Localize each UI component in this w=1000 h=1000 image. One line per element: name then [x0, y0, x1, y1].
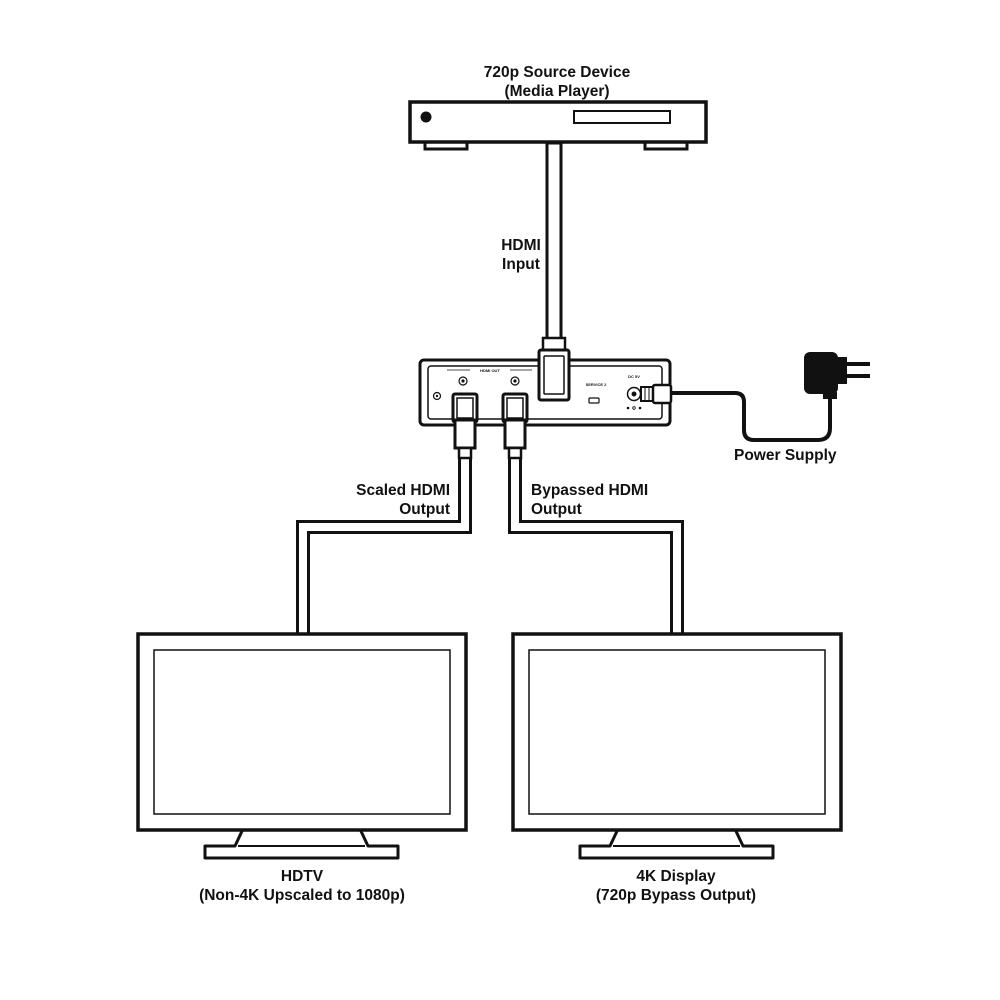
scaled-hdmi-connector [451, 392, 479, 460]
hdtv-screen [153, 649, 451, 815]
hdtv-monitor [136, 632, 468, 860]
4k-display-label: 4K Display (720p Bypass Output) [596, 867, 756, 905]
dc-port-label: DC 5V [628, 374, 640, 379]
source-device-media-player [408, 100, 708, 151]
disc-slot [573, 110, 671, 124]
source-device-subtitle: (Media Player) [504, 83, 610, 100]
power-supply-label: Power Supply [734, 447, 837, 464]
hdmi-input-line2: Input [502, 256, 540, 273]
dc-plug [640, 383, 673, 405]
bypassed-output-line2: Output [531, 501, 582, 518]
scaled-output-line1: Scaled HDMI [356, 482, 450, 499]
bypassed-output-line1: Bypassed HDMI [531, 482, 649, 499]
hdmi-input-connector [537, 336, 571, 402]
service-port-label: SERVICE 2 [586, 382, 608, 387]
hdmi-input-cable [545, 141, 563, 343]
bypassed-output-label: Bypassed HDMI Output [531, 481, 648, 519]
bypassed-hdmi-cable [508, 455, 684, 634]
scaled-output-label: Scaled HDMI Output [300, 481, 450, 519]
4k-display-subtitle: (720p Bypass Output) [595, 887, 757, 904]
4k-display-monitor [511, 632, 843, 860]
4k-display-screen [528, 649, 826, 815]
power-adapter-icon [804, 352, 870, 399]
4k-display-title: 4K Display [636, 868, 716, 885]
bypassed-hdmi-connector [501, 392, 529, 460]
usb-port-icon [588, 397, 600, 404]
hdmi-input-line1: HDMI [501, 237, 541, 254]
hdtv-title: HDTV [280, 868, 324, 885]
source-device-label: 720p Source Device (Media Player) [484, 63, 630, 101]
power-cable [670, 391, 832, 442]
scaled-output-line2: Output [399, 501, 450, 518]
hdmi-out-port-label: HDMI OUT [480, 368, 500, 373]
power-button-icon [420, 111, 432, 123]
scaled-hdmi-cable [296, 455, 472, 634]
hdtv-label: HDTV (Non-4K Upscaled to 1080p) [199, 867, 405, 905]
hdtv-subtitle: (Non-4K Upscaled to 1080p) [199, 887, 405, 904]
source-device-title: 720p Source Device [483, 64, 631, 81]
hdmi-input-label: HDMI Input [501, 236, 541, 274]
